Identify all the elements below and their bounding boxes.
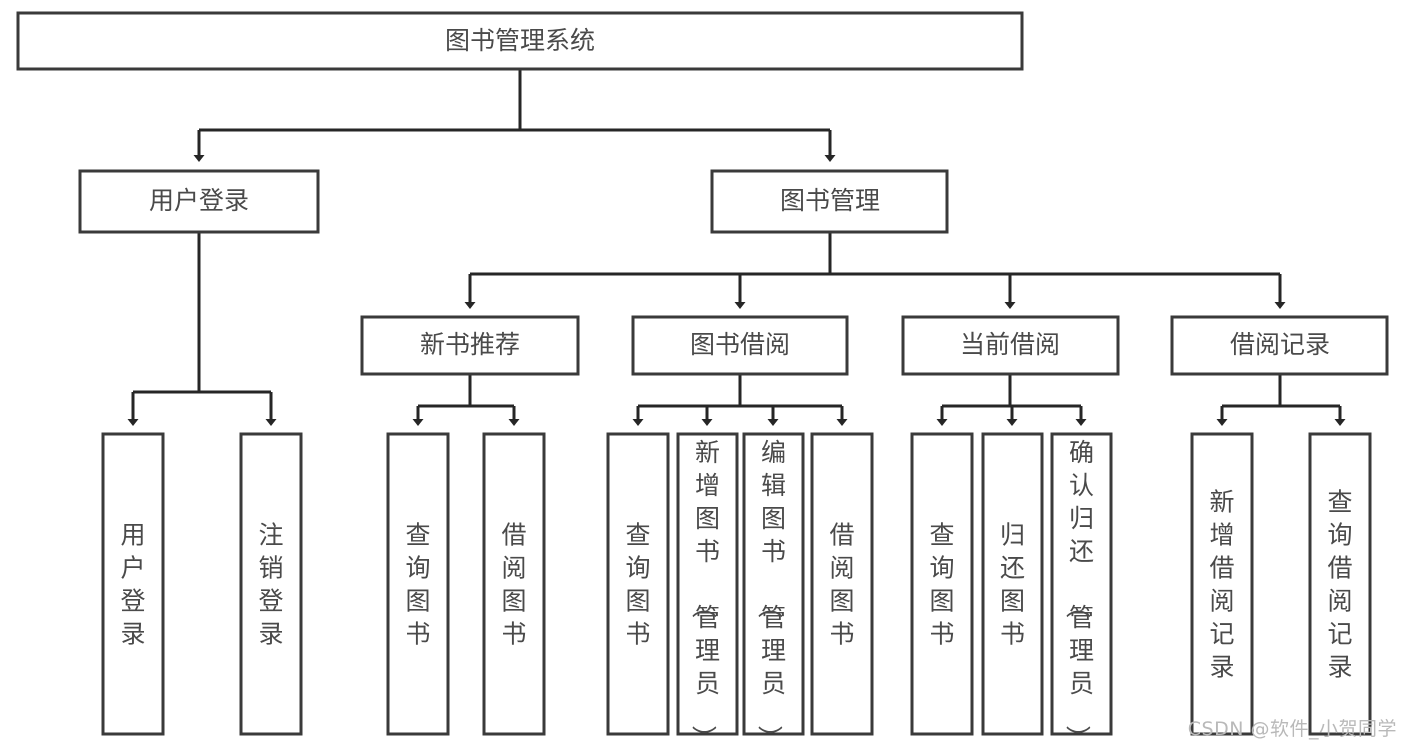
node-leaf-user-login-box[interactable] [101,432,165,736]
node-leaf-add-book-admin-label: 新增图书（管理员） [689,438,720,747]
node-user-login-label: 用户登录 [149,186,249,215]
node-leaf-borrow-book-label: 借阅图书 [829,521,854,649]
node-borrow-record-box[interactable] [1170,315,1389,376]
node-leaf-user-login-label: 用户登录 [120,521,145,649]
node-book-borrow-box[interactable] [631,315,849,376]
node-leaf-query-book-current-box[interactable] [910,432,974,736]
node-leaf-query-borrow-record[interactable]: 查询借阅记录 [1308,432,1372,736]
node-book-management-box[interactable] [710,169,949,234]
node-leaf-query-book-borrow-box[interactable] [606,432,670,736]
node-leaf-borrow-book-rec[interactable]: 借阅图书 [482,432,546,736]
node-borrow-record-label: 借阅记录 [1230,330,1330,359]
node-leaf-return-book-box[interactable] [981,432,1044,736]
leaf-node-layer: 用户登录 注销登录 查询图书 借阅图书 查询图书 新增图书（管理员） 编辑图书（管理员） 借阅… [101,432,1372,747]
node-leaf-logout-login-label: 注销登录 [258,521,283,649]
node-user-login-box[interactable] [78,169,320,234]
node-root-box[interactable] [16,11,1024,71]
node-leaf-add-borrow-record[interactable]: 新增借阅记录 [1190,432,1254,736]
node-new-book-recommend-label: 新书推荐 [420,330,520,359]
node-leaf-return-book-label: 归还图书 [1000,521,1025,649]
node-leaf-edit-book-admin-label: 编辑图书（管理员） [755,438,786,747]
node-leaf-user-login[interactable]: 用户登录 [101,432,165,736]
node-root[interactable]: 图书管理系统 [16,11,1024,71]
node-leaf-query-book-rec-label: 查询图书 [405,521,430,649]
node-user-login[interactable]: 用户登录 [78,169,320,234]
node-leaf-borrow-book-box[interactable] [810,432,874,736]
node-leaf-query-book-current-label: 查询图书 [929,521,954,649]
node-leaf-logout-login-box[interactable] [239,432,303,736]
node-book-borrow[interactable]: 图书借阅 [631,315,849,376]
node-current-borrow-label: 当前借阅 [960,330,1060,359]
node-leaf-query-book-borrow-label: 查询图书 [625,521,650,649]
node-leaf-borrow-book[interactable]: 借阅图书 [810,432,874,736]
node-leaf-confirm-return-admin-label: 确认归还（管理员） [1063,438,1094,747]
node-leaf-query-book-borrow[interactable]: 查询图书 [606,432,670,736]
node-leaf-confirm-return-admin-box[interactable] [1050,432,1113,736]
node-leaf-borrow-book-rec-label: 借阅图书 [501,521,526,649]
node-leaf-add-book-admin[interactable]: 新增图书（管理员） [676,432,739,747]
node-leaf-add-borrow-record-box[interactable] [1190,432,1254,736]
node-leaf-query-book-current[interactable]: 查询图书 [910,432,974,736]
node-borrow-record[interactable]: 借阅记录 [1170,315,1389,376]
node-leaf-logout-login[interactable]: 注销登录 [239,432,303,736]
node-new-book-recommend[interactable]: 新书推荐 [360,315,580,376]
node-root-label: 图书管理系统 [445,26,595,55]
node-leaf-add-book-admin-box[interactable] [676,432,739,736]
node-leaf-query-borrow-record-box[interactable] [1308,432,1372,736]
edge-layer [127,69,1346,426]
node-book-management[interactable]: 图书管理 [710,169,949,234]
node-leaf-query-borrow-record-label: 查询借阅记录 [1327,488,1352,682]
node-leaf-return-book[interactable]: 归还图书 [981,432,1044,736]
node-current-borrow[interactable]: 当前借阅 [901,315,1120,376]
node-leaf-borrow-book-rec-box[interactable] [482,432,546,736]
watermark-text: CSDN @软件_小贺同学 [1187,718,1397,740]
node-leaf-query-book-rec-box[interactable] [386,432,450,736]
node-current-borrow-box[interactable] [901,315,1120,376]
node-new-book-recommend-box[interactable] [360,315,580,376]
node-leaf-query-book-rec[interactable]: 查询图书 [386,432,450,736]
node-leaf-edit-book-admin-box[interactable] [742,432,805,736]
node-book-borrow-label: 图书借阅 [690,330,790,359]
node-book-management-label: 图书管理 [780,186,880,215]
node-leaf-add-borrow-record-label: 新增借阅记录 [1209,488,1234,682]
node-leaf-edit-book-admin[interactable]: 编辑图书（管理员） [742,432,805,747]
node-leaf-confirm-return-admin[interactable]: 确认归还（管理员） [1050,432,1113,747]
